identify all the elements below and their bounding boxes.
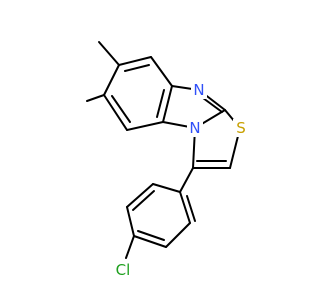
bond-benzo-1 bbox=[118, 56, 152, 66]
bond-phenyl-1 bbox=[179, 191, 191, 224]
bond-benzo-4 bbox=[126, 121, 164, 131]
bond-benzo-5-inner bbox=[111, 95, 131, 123]
bond-c-cl bbox=[125, 235, 135, 259]
bond-phenyl-5-inner bbox=[132, 190, 155, 211]
bond-benzo-6 bbox=[103, 64, 120, 96]
molecule-structure: N N S Cl bbox=[86, 41, 249, 279]
bond-phenyl-6 bbox=[152, 183, 181, 193]
atom-label-chlorine: Cl bbox=[116, 261, 131, 279]
bond-phenyl-4 bbox=[126, 206, 135, 237]
bond-phenyl-3 bbox=[133, 235, 167, 248]
atom-label-nitrogen-bridgehead: N bbox=[189, 119, 200, 137]
bond-benzo-3-inner bbox=[156, 89, 165, 118]
bond-aryl-link bbox=[179, 167, 194, 193]
bond-benzo-1-inner bbox=[124, 64, 150, 72]
bond-phenyl-3-inner bbox=[137, 230, 165, 241]
bond-imid-2-inner bbox=[202, 97, 223, 113]
bonds bbox=[86, 41, 241, 259]
bond-benzo-5 bbox=[103, 94, 128, 131]
bond-methyl-lower bbox=[86, 94, 105, 102]
bond-benzo-3 bbox=[162, 85, 173, 123]
bond-methyl-upper bbox=[98, 41, 120, 66]
atom-label-sulfur: S bbox=[236, 119, 246, 137]
atom-label-nitrogen-imine: N bbox=[193, 81, 204, 99]
bond-phenyl-5 bbox=[126, 183, 154, 208]
atom-labels: N N S Cl bbox=[112, 81, 249, 279]
bond-benzo-2 bbox=[150, 56, 173, 87]
bond-phenyl-2 bbox=[165, 222, 191, 248]
bond-phenyl-1-inner bbox=[186, 195, 196, 222]
